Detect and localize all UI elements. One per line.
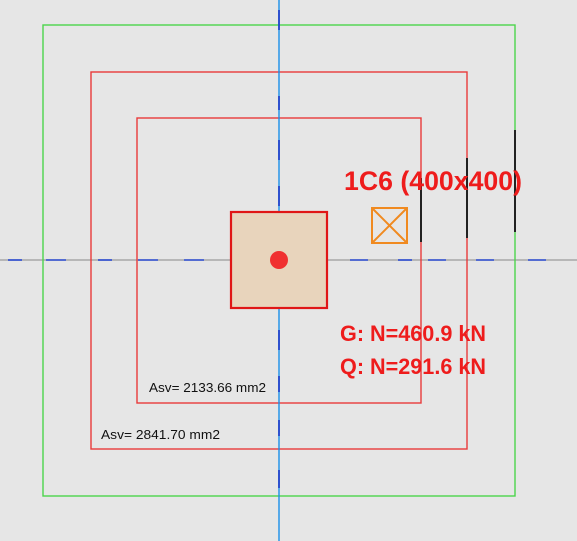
load-q-label[interactable]: Q: N=291.6 kN bbox=[340, 354, 486, 379]
dimension-tick-marks bbox=[420, 130, 516, 242]
red-dot-icon[interactable] bbox=[270, 251, 288, 269]
asv-outer-label[interactable]: Asv= 2841.70 mm2 bbox=[101, 428, 220, 442]
column-label[interactable]: 1C6 (400x400) bbox=[344, 166, 522, 196]
asv-inner-label[interactable]: Asv= 2133.66 mm2 bbox=[149, 381, 266, 395]
crossed-box-icon[interactable] bbox=[371, 207, 408, 244]
load-g-label[interactable]: G: N=460.9 kN bbox=[340, 321, 486, 346]
